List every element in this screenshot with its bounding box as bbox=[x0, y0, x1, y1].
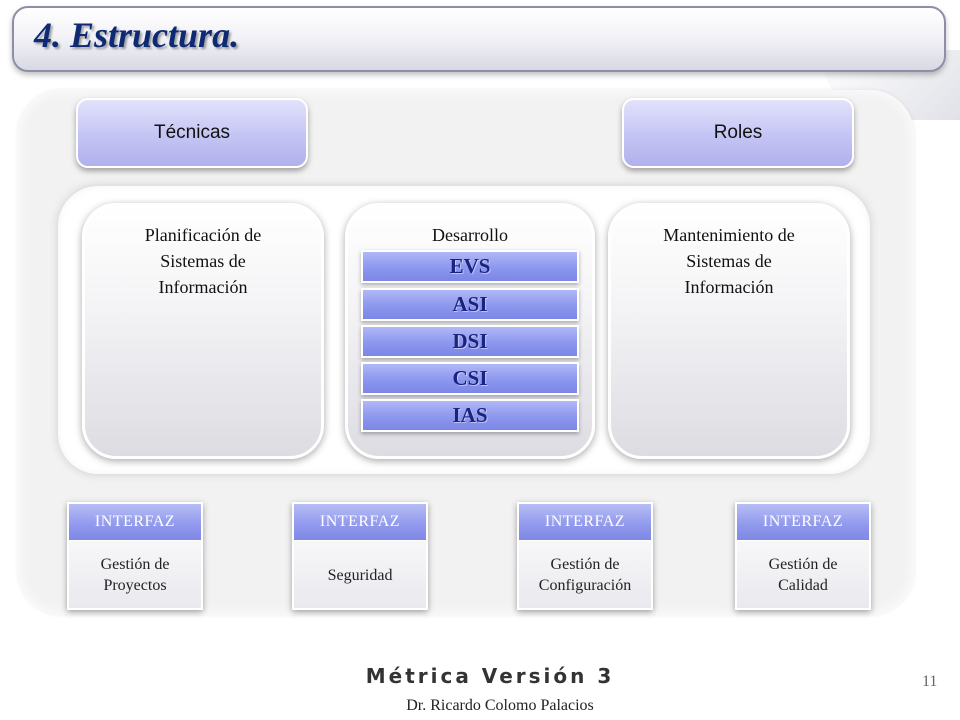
roles-box: Roles bbox=[622, 98, 854, 168]
phase-mantenimiento: Mantenimiento de Sistemas de Información bbox=[608, 203, 850, 459]
phase-label-line: Sistemas de bbox=[686, 251, 772, 271]
phase-label-line: Desarrollo bbox=[432, 225, 508, 245]
interface-label-line: Gestión de bbox=[100, 556, 170, 573]
interface-label-line: Gestión de bbox=[550, 556, 620, 573]
footer-author: Dr. Ricardo Colomo Palacios bbox=[406, 697, 594, 714]
phase-label-line: Sistemas de bbox=[160, 251, 246, 271]
phase-label-line: Información bbox=[684, 277, 774, 297]
process-asi: ASI bbox=[361, 288, 579, 321]
phase-planificacion: Planificación de Sistemas de Información bbox=[82, 203, 324, 459]
interface-seguridad: INTERFAZ Seguridad bbox=[292, 502, 428, 610]
interface-body: Gestión de Configuración bbox=[519, 541, 651, 609]
phase-planificacion-label: Planificación de Sistemas de Información bbox=[85, 222, 321, 300]
process-dsi: DSI bbox=[361, 325, 579, 358]
interface-gestion-proyectos: INTERFAZ Gestión de Proyectos bbox=[67, 502, 203, 610]
interface-header: INTERFAZ bbox=[294, 504, 426, 541]
interface-label-line: Gestión de bbox=[768, 556, 838, 573]
phase-desarrollo-label: Desarrollo bbox=[348, 222, 592, 248]
interface-header: INTERFAZ bbox=[69, 504, 201, 541]
phase-label-line: Planificación de bbox=[144, 225, 262, 245]
process-evs: EVS bbox=[361, 250, 579, 283]
process-csi: CSI bbox=[361, 362, 579, 395]
title-bar bbox=[12, 6, 946, 72]
slide-title: 4. Estructura. bbox=[34, 15, 240, 55]
interface-gestion-calidad: INTERFAZ Gestión de Calidad bbox=[735, 502, 871, 610]
phase-label-line: Mantenimiento de bbox=[663, 225, 795, 245]
interface-label-line: Calidad bbox=[778, 577, 828, 594]
interface-body: Gestión de Proyectos bbox=[69, 541, 201, 609]
interface-body: Gestión de Calidad bbox=[737, 541, 869, 609]
process-ias: IAS bbox=[361, 399, 579, 432]
phase-mantenimiento-label: Mantenimiento de Sistemas de Información bbox=[611, 222, 847, 300]
interface-header: INTERFAZ bbox=[737, 504, 869, 541]
footer-title: Métrica Versión 3 bbox=[365, 664, 615, 688]
interface-body: Seguridad bbox=[294, 541, 426, 609]
phase-label-line: Información bbox=[158, 277, 248, 297]
interface-label-line: Seguridad bbox=[327, 566, 393, 584]
page-number: 11 bbox=[922, 673, 938, 690]
interface-gestion-configuracion: INTERFAZ Gestión de Configuración bbox=[517, 502, 653, 610]
interface-label-line: Proyectos bbox=[103, 577, 167, 594]
interface-header: INTERFAZ bbox=[519, 504, 651, 541]
interface-label-line: Configuración bbox=[538, 577, 632, 594]
tecnicas-box: Técnicas bbox=[76, 98, 308, 168]
